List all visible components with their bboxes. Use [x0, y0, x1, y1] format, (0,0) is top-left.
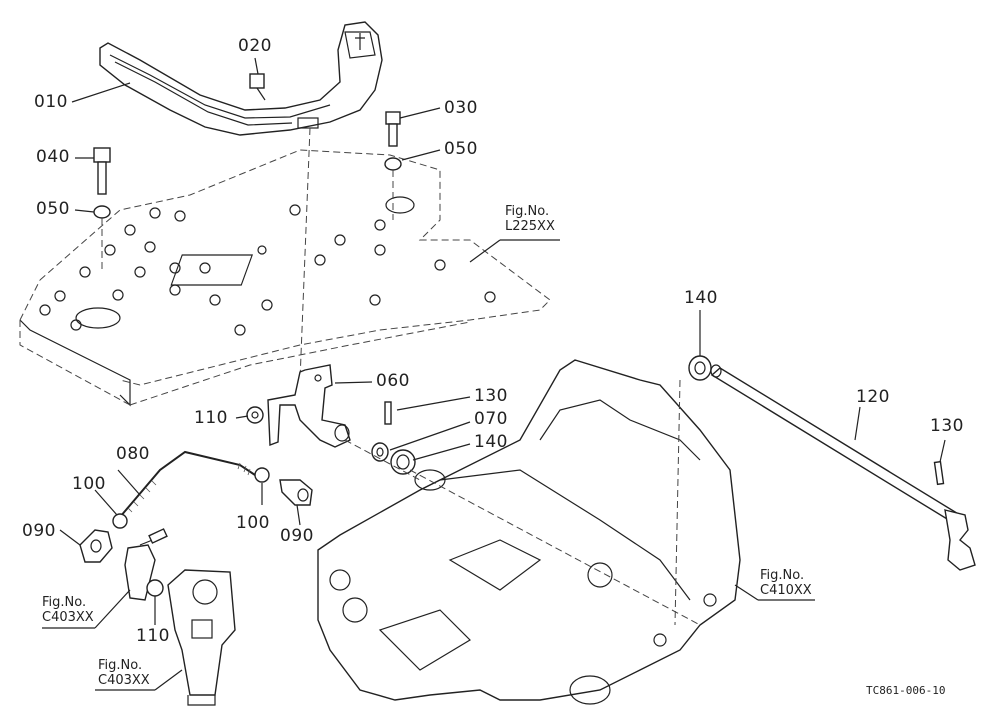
label-part-130-right: 130 [930, 416, 964, 436]
label-part-100-right: 100 [236, 513, 270, 533]
guide-shaft-line [344, 439, 421, 481]
figref-transmission: Fig.No. C410XX [760, 568, 812, 599]
label-part-090-left: 090 [22, 521, 56, 541]
label-part-050-right: 050 [444, 139, 478, 159]
pin-130-a [384, 401, 392, 425]
bolt-030 [384, 111, 402, 220]
guide-vertical-line [674, 379, 681, 626]
rod-080 [119, 450, 256, 518]
label-part-040: 040 [36, 147, 70, 167]
figref-bracket: Fig.No. C403XX [42, 595, 94, 626]
nut-100-b [254, 467, 270, 483]
figref-transmission-code: C410XX [760, 582, 812, 598]
control-valve [167, 569, 236, 706]
label-part-030: 030 [444, 98, 478, 118]
label-part-020: 020 [238, 36, 272, 56]
bolt-020 [249, 73, 266, 101]
label-part-010: 010 [34, 92, 68, 112]
transmission-housing [317, 359, 741, 705]
figref-valve-code: C403XX [98, 672, 150, 688]
figref-bracket-line1: Fig.No. [42, 595, 87, 610]
label-part-110-lower: 110 [136, 626, 170, 646]
figref-transmission-line1: Fig.No. [760, 568, 805, 583]
label-part-110-center: 110 [194, 408, 228, 428]
pin-130-b [933, 460, 945, 486]
figref-floor-line1: Fig.No. [505, 204, 550, 219]
label-part-060: 060 [376, 371, 410, 391]
label-part-080: 080 [116, 444, 150, 464]
label-part-130-center: 130 [474, 386, 508, 406]
label-part-090-right: 090 [280, 526, 314, 546]
label-part-100-left: 100 [72, 474, 106, 494]
leader-lines [42, 57, 946, 691]
figref-floor: Fig.No. L225XX [505, 204, 555, 235]
bracket-060 [267, 364, 351, 448]
nut-100-a [112, 513, 128, 529]
figref-valve: Fig.No. C403XX [98, 658, 150, 689]
bushing-140-b [688, 355, 712, 381]
nut-110-a [246, 406, 264, 424]
rod-end-090-a [79, 529, 113, 563]
plate-holes [39, 204, 496, 336]
label-part-050-left: 050 [36, 199, 70, 219]
figref-valve-line1: Fig.No. [98, 658, 143, 673]
bolt-040 [93, 147, 111, 270]
label-part-120: 120 [856, 387, 890, 407]
drawing-code: TC861-006-10 [866, 684, 946, 697]
pedal-guide-line [299, 127, 311, 381]
rod-end-090-b [279, 479, 313, 506]
figref-bracket-code: C403XX [42, 609, 94, 625]
label-part-070: 070 [474, 409, 508, 429]
nut-110-b [146, 579, 164, 597]
label-part-140-top: 140 [684, 288, 718, 308]
pedal-010 [99, 21, 383, 136]
figref-floor-code: L225XX [505, 218, 555, 234]
floor-plate [19, 149, 551, 407]
shaft-120 [710, 364, 976, 571]
label-part-140-center: 140 [474, 432, 508, 452]
